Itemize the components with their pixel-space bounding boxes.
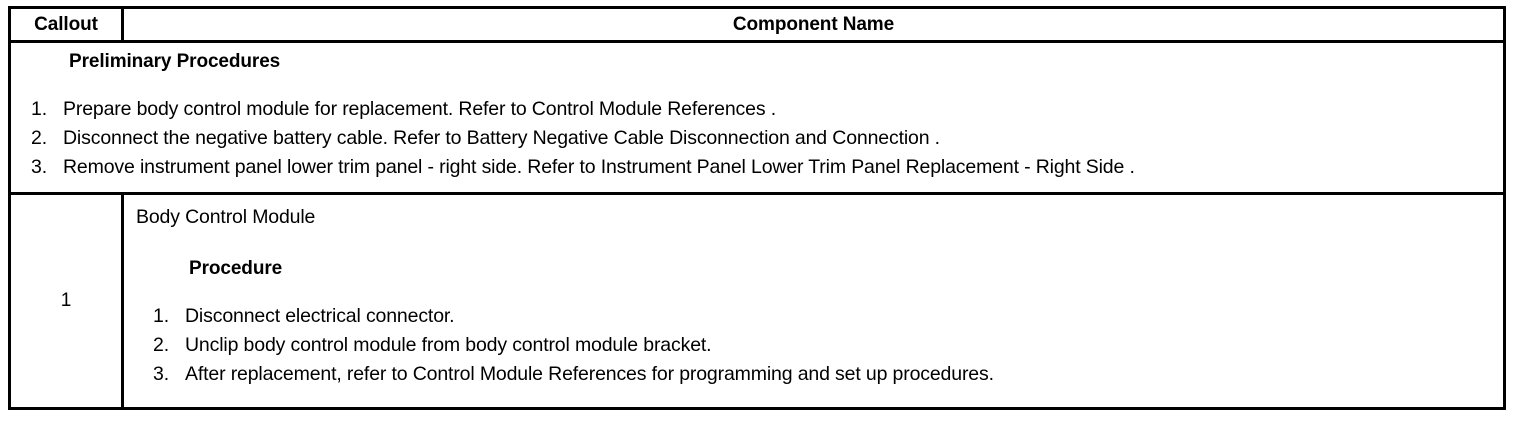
list-item-number: 2. — [31, 127, 47, 149]
preliminary-procedures-row: Preliminary Procedures 1. Prepare body c… — [11, 43, 1503, 195]
component-detail-cell: Body Control Module Procedure 1. Disconn… — [124, 195, 1503, 407]
list-item-text: Disconnect the negative battery cable. R… — [63, 127, 940, 149]
component-name-text: Body Control Module — [136, 206, 316, 228]
component-body-row: 1 Body Control Module Procedure 1. Disco… — [11, 195, 1503, 407]
table-header-row: Callout Component Name — [11, 9, 1503, 43]
list-item-text: Unclip body control module from body con… — [185, 334, 712, 356]
list-item: 2. Unclip body control module from body … — [136, 331, 1503, 360]
list-item-number: 2. — [153, 334, 169, 356]
service-procedure-table: Callout Component Name Preliminary Proce… — [8, 6, 1506, 410]
list-item-number: 1. — [153, 305, 169, 327]
callout-number: 1 — [11, 195, 124, 407]
preliminary-procedures-list: 1. Prepare body control module for repla… — [11, 95, 1503, 182]
list-item: 1. Prepare body control module for repla… — [11, 95, 1503, 124]
list-item-text: After replacement, refer to Control Modu… — [185, 363, 994, 385]
list-item-number: 1. — [31, 98, 47, 120]
list-item-number: 3. — [31, 156, 47, 178]
list-item-text: Remove instrument panel lower trim panel… — [63, 156, 1135, 178]
list-item: 1. Disconnect electrical connector. — [136, 302, 1503, 331]
list-item: 3. After replacement, refer to Control M… — [136, 360, 1503, 389]
procedure-steps-list: 1. Disconnect electrical connector. 2. U… — [136, 302, 1503, 389]
column-header-callout: Callout — [11, 9, 124, 40]
list-item: 2. Disconnect the negative battery cable… — [11, 124, 1503, 153]
list-item-text: Disconnect electrical connector. — [185, 305, 455, 327]
list-item-text: Prepare body control module for replacem… — [63, 98, 776, 120]
list-item: 3. Remove instrument panel lower trim pa… — [11, 153, 1503, 182]
preliminary-procedures-title: Preliminary Procedures — [69, 51, 281, 72]
list-item-number: 3. — [153, 363, 169, 385]
preliminary-procedures-cell: Preliminary Procedures 1. Prepare body c… — [11, 43, 1503, 192]
column-header-component-name: Component Name — [732, 13, 895, 35]
procedure-title: Procedure — [189, 258, 283, 279]
